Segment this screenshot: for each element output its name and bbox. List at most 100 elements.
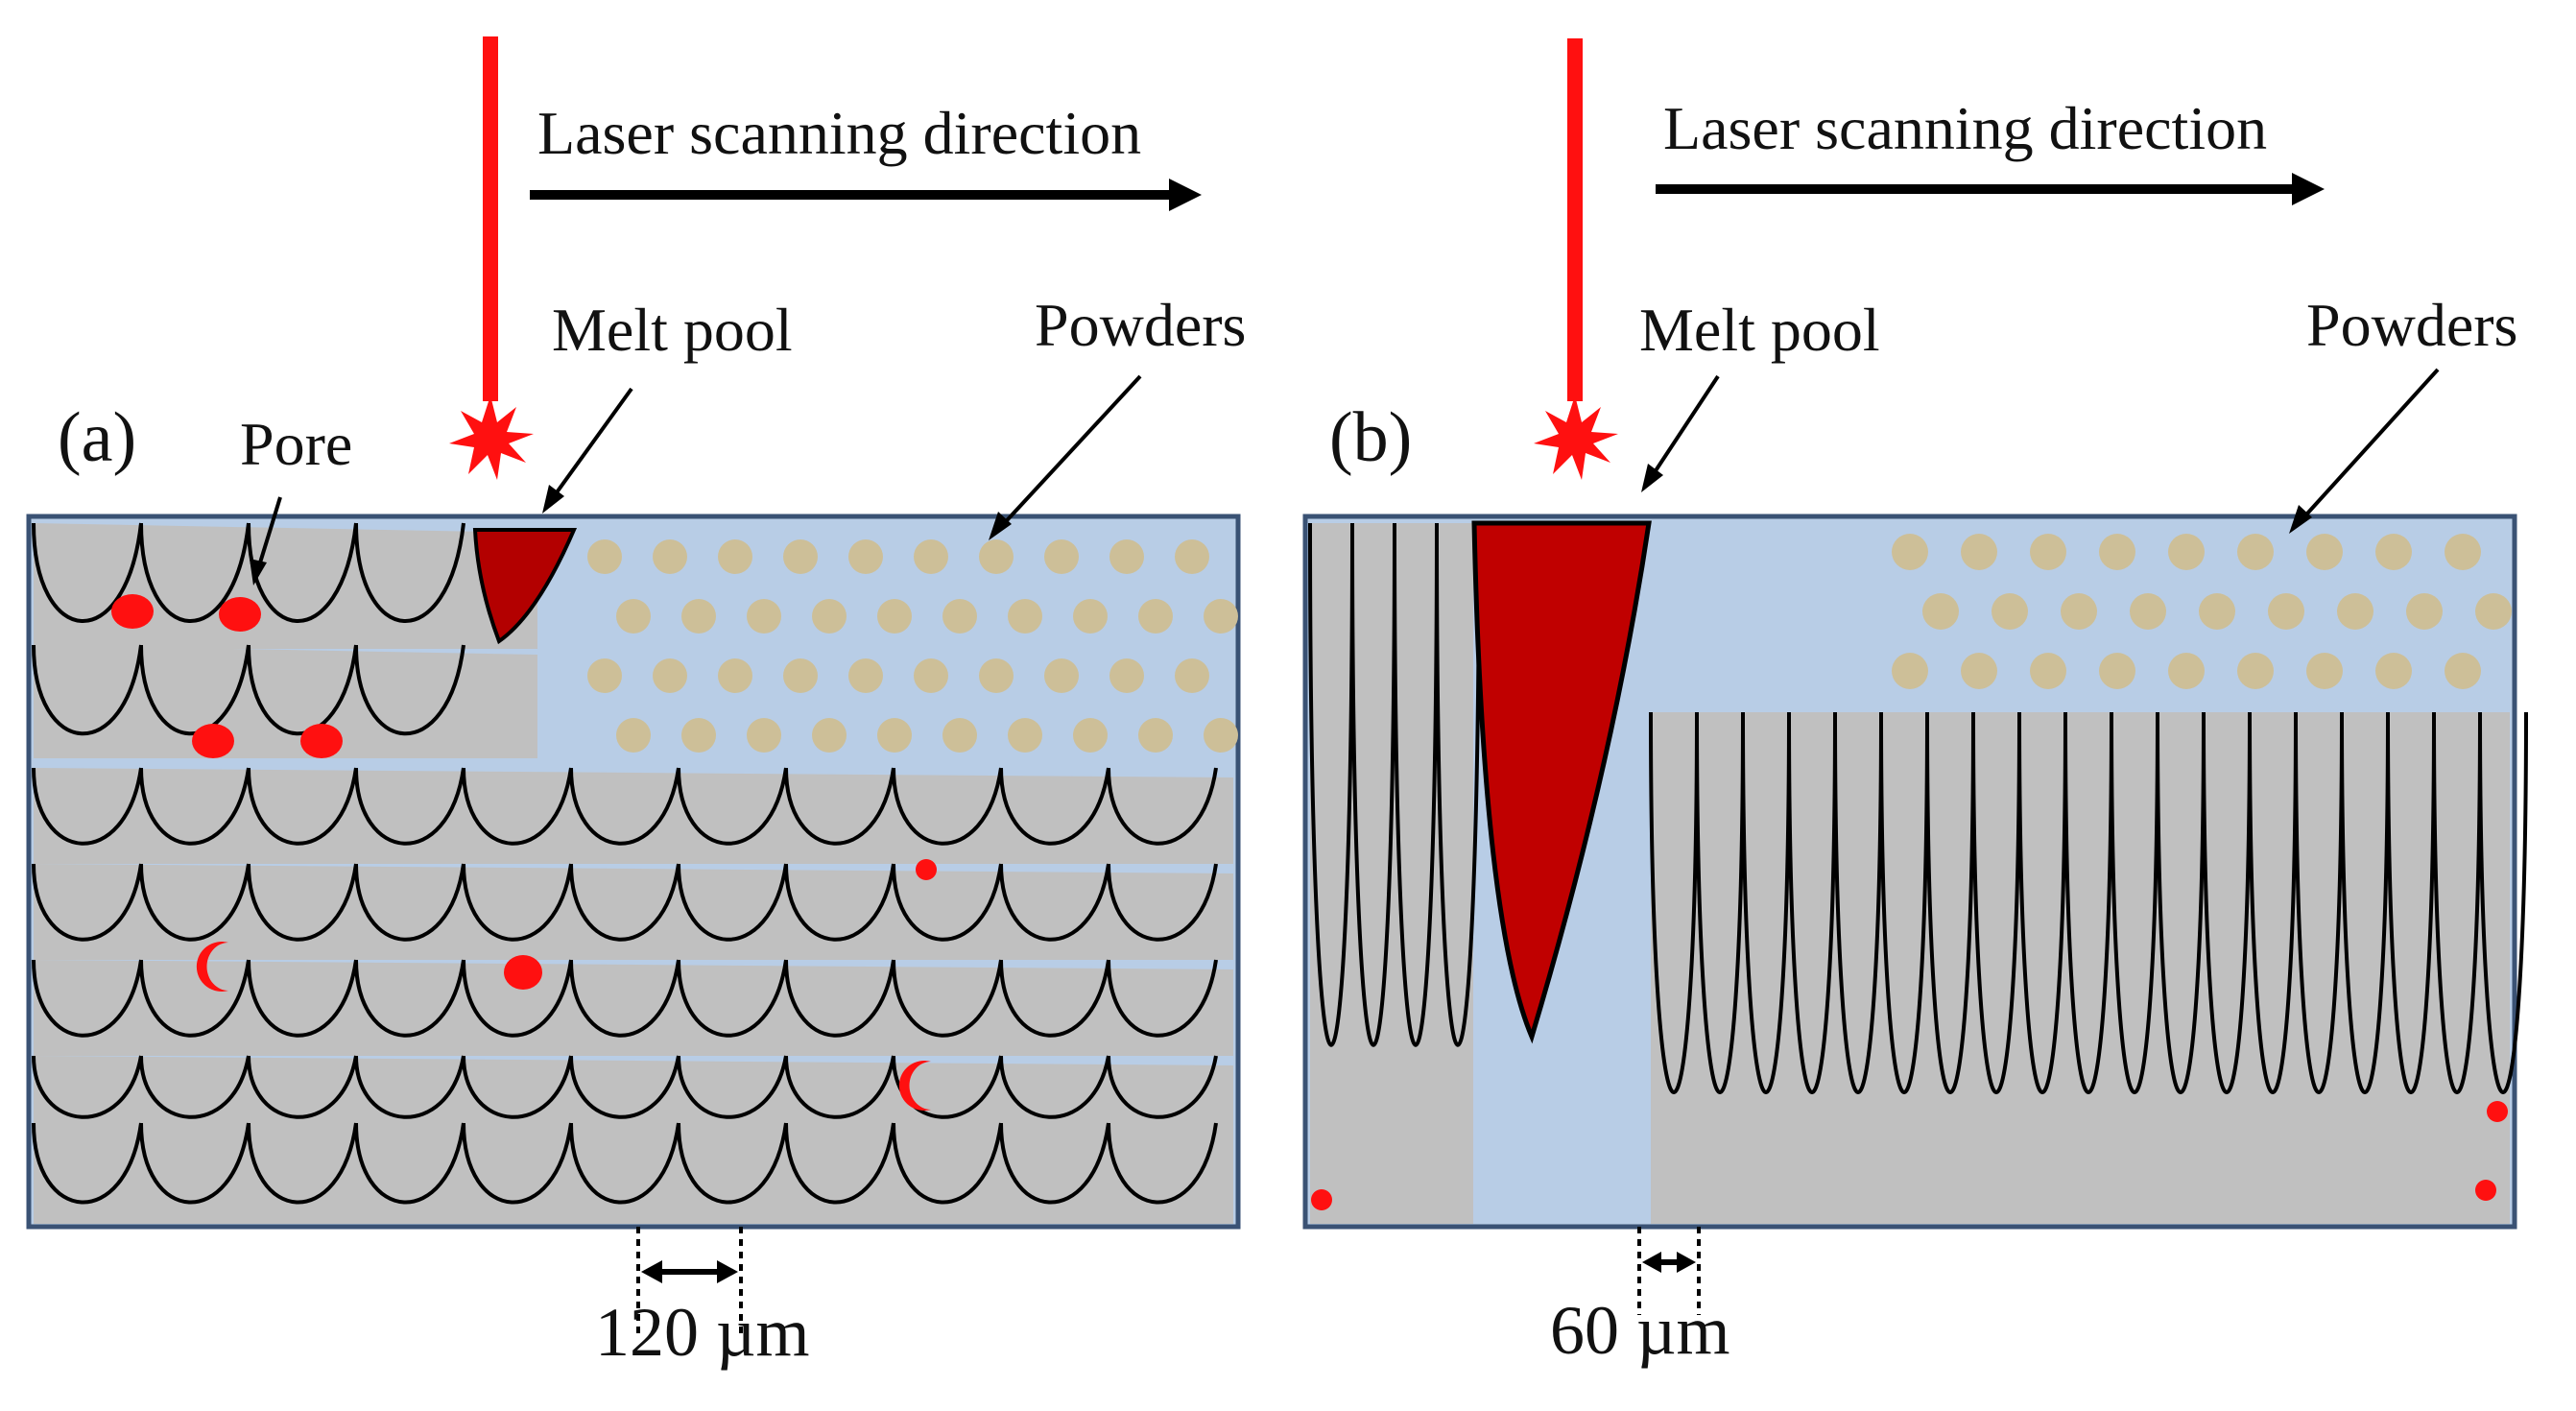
panel-b-tag: (b) — [1329, 398, 1412, 477]
powder-particle — [2168, 653, 2205, 689]
powder-particle — [1204, 718, 1238, 753]
powder-particle — [2445, 534, 2481, 570]
powder-particle — [848, 658, 883, 693]
panel-a: Laser scanning direction Melt pool Powde… — [26, 36, 1246, 1371]
powder-particle — [1992, 593, 2028, 630]
powder-particle — [2030, 534, 2066, 570]
track-outline — [1308, 522, 2528, 1094]
powder-particle — [1109, 658, 1144, 693]
powder-particle — [2306, 534, 2343, 570]
powder-particle — [653, 539, 687, 574]
powder-particle — [1008, 599, 1042, 634]
powder-particle — [1138, 599, 1173, 634]
panel-b-scan-tracks — [1308, 522, 2528, 1224]
track-layer-fill — [34, 1123, 1233, 1224]
panel-a-scan-arrow-head-icon — [1169, 179, 1202, 211]
powder-particle — [1961, 534, 1997, 570]
powder-particle — [2237, 653, 2274, 689]
panel-b-pores — [1311, 1101, 2508, 1210]
powder-particle — [2099, 653, 2135, 689]
powder-particle — [2445, 653, 2481, 689]
powder-particle — [2168, 534, 2205, 570]
powder-particle — [1892, 534, 1928, 570]
powder-particle — [616, 599, 651, 634]
powder-particle — [877, 718, 912, 753]
pore-icon — [1311, 1189, 1332, 1210]
panel-a-powders-pointer — [996, 374, 1142, 532]
powder-particle — [2268, 593, 2304, 630]
powder-particle — [2030, 653, 2066, 689]
panel-b-powders-pointer-head-icon — [2289, 505, 2312, 534]
pore-icon — [111, 594, 154, 629]
panel-a-pore-label: Pore — [240, 410, 352, 478]
powder-particle — [587, 658, 622, 693]
panel-a-pore-pointer-head-icon — [250, 559, 267, 586]
panel-b-scan-arrow-head-icon — [2292, 173, 2325, 205]
panel-a-dim-arrowhead-left-icon — [641, 1260, 662, 1283]
panel-b-scan-direction-label: Laser scanning direction — [1663, 94, 2267, 162]
pore-icon — [219, 597, 261, 632]
powder-particle — [2130, 593, 2166, 630]
track-outline — [32, 1055, 1218, 1119]
powder-particle — [812, 718, 847, 753]
powder-particle — [1008, 718, 1042, 753]
panel-a-pores — [111, 594, 937, 1111]
panel-a-melt-pool-pointer — [550, 387, 633, 501]
powder-particle — [1922, 593, 1959, 630]
powder-particle — [942, 718, 977, 753]
pore-icon — [300, 724, 343, 758]
pore-icon — [504, 955, 542, 990]
track-layer-fill — [1310, 523, 1473, 1224]
powder-particle — [979, 539, 1014, 574]
powder-particle — [747, 718, 781, 753]
panel-a-dim-arrowhead-right-icon — [717, 1260, 738, 1283]
track-outline — [32, 644, 465, 736]
panel-b-melt-pool — [1471, 520, 1652, 1044]
powder-particle — [587, 539, 622, 574]
powder-particle — [914, 539, 948, 574]
pore-icon — [916, 859, 937, 880]
powder-particle — [783, 658, 818, 693]
panel-b-laser-beam — [1567, 38, 1583, 401]
powder-particle — [848, 539, 883, 574]
powder-particle — [1175, 539, 1209, 574]
powder-particle — [718, 539, 752, 574]
powder-particle — [1044, 539, 1079, 574]
powder-particle — [1961, 653, 1997, 689]
panel-a-melt-pool-pointer-head-icon — [542, 485, 564, 514]
powder-particle — [747, 599, 781, 634]
panel-a-pore-pointer — [255, 496, 282, 573]
pore-icon — [2475, 1180, 2496, 1201]
panel-b-melt-pool-pointer-head-icon — [1641, 464, 1663, 492]
pore-icon — [2487, 1101, 2508, 1122]
powder-particle — [681, 599, 716, 634]
panel-b-melt-pool-pointer — [1649, 374, 1720, 480]
powder-particle — [2099, 534, 2135, 570]
track-layer-fill — [34, 645, 537, 758]
track-outline — [32, 1122, 1218, 1205]
panel-b-dim-arrowhead-right-icon — [1677, 1252, 1696, 1273]
track-layer-fill — [34, 768, 1233, 864]
powder-particle — [1138, 718, 1173, 753]
panel-a-scan-direction-label: Laser scanning direction — [537, 99, 1141, 167]
panel-a-laser-spot-icon — [449, 395, 534, 480]
panel-a-spacing-label: 120 µm — [595, 1294, 810, 1371]
powder-particle — [783, 539, 818, 574]
powder-particle — [914, 658, 948, 693]
panel-a-powder-layer — [587, 539, 1238, 753]
track-outline — [32, 863, 1218, 942]
panel-b-powder-layer — [1892, 534, 2512, 689]
powder-particle — [2375, 534, 2412, 570]
powder-particle — [2337, 593, 2373, 630]
panel-a-powders-label: Powders — [1035, 291, 1246, 359]
powder-particle — [653, 658, 687, 693]
panel-a-melt-pool-label: Melt pool — [552, 296, 793, 364]
powder-particle — [1892, 653, 1928, 689]
powder-particle — [616, 718, 651, 753]
track-layer-fill — [34, 523, 537, 649]
powder-particle — [812, 599, 847, 634]
track-layer-fill — [34, 864, 1233, 960]
track-layer-fill — [34, 960, 1233, 1056]
panel-a-laser-beam — [483, 36, 498, 401]
